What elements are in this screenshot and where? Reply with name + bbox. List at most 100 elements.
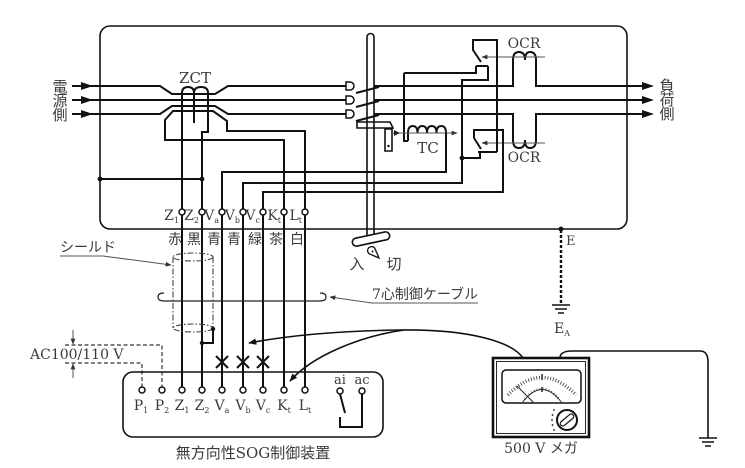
terminal-z2 <box>198 386 206 394</box>
insulation-tester: 500 V メガ <box>491 356 591 457</box>
enclosure-ground-label: E <box>566 234 576 249</box>
terminal-label: Z1 <box>164 208 179 225</box>
terminal-label-sub: c <box>266 406 271 415</box>
terminal-label: Kt <box>267 208 281 225</box>
ground-label-sub: A <box>563 329 570 338</box>
terminal-label-main: P <box>155 398 164 414</box>
terminal-p2 <box>158 386 166 394</box>
shield-sides <box>172 257 214 328</box>
megger-leads <box>248 329 717 447</box>
alarm-contact-label-ai: ai <box>334 373 346 388</box>
terminal-vc <box>259 208 267 216</box>
control-power-label: AC100/110 V <box>29 347 124 363</box>
terminal-kt <box>280 386 288 394</box>
alarm-contact-blade <box>339 393 346 414</box>
load-label-char: 負 <box>659 77 674 95</box>
terminal-z1 <box>178 386 186 394</box>
enclosure-ground: E EA <box>552 226 576 338</box>
range-dot <box>551 419 553 421</box>
load-label-char: 側 <box>659 105 674 123</box>
junction-dot <box>199 176 205 182</box>
handle-bar <box>351 231 391 247</box>
fixed-contact <box>345 81 355 91</box>
megger-range-dots <box>551 409 555 431</box>
terminal-label-main: V <box>244 208 256 224</box>
terminal-vc <box>259 386 267 394</box>
terminal-p1 <box>138 386 146 394</box>
terminal-label: Vc <box>244 208 260 225</box>
load-label-char: 荷 <box>659 91 674 109</box>
arrow-icon <box>642 110 654 118</box>
wire-color-label: 緑 <box>248 232 262 248</box>
terminal-label-main: P <box>134 398 143 414</box>
terminal-label-sub: 1 <box>143 406 148 415</box>
arrow-icon <box>394 130 400 136</box>
handle-on-label: 入 <box>349 255 364 273</box>
wire-color-label: 赤 <box>168 232 182 248</box>
control-terminal-label: Vb <box>234 398 250 415</box>
zct-winding-z2 <box>193 85 209 212</box>
control-terminal-label: Z1 <box>175 398 190 415</box>
control-terminal-label: Z2 <box>195 398 210 415</box>
terminal-label-sub: 2 <box>194 216 199 225</box>
ground-label-main: E <box>554 321 564 337</box>
terminal-label: Va <box>203 208 219 225</box>
ground-electrode-label: EA <box>554 321 570 338</box>
control-cable-bracket: 7心制御ケーブル <box>157 286 478 304</box>
terminal-label-main: Z <box>164 208 174 224</box>
range-dot <box>553 429 555 431</box>
terminal-label: Lt <box>289 208 302 225</box>
terminal-label-main: Z <box>184 208 194 224</box>
terminal-label-sub: b <box>246 406 251 415</box>
terminal-lt <box>301 386 309 394</box>
range-dot <box>553 409 555 411</box>
terminal-kt <box>280 208 288 216</box>
megger-needle <box>516 385 535 404</box>
wire-va-internal <box>221 133 447 212</box>
breaker-handle: 入 切 <box>349 231 402 273</box>
x-mark-icon <box>215 355 229 369</box>
ocr-upper-contact <box>472 39 498 152</box>
load-side-label: 負 荷 側 <box>659 77 674 123</box>
control-terminal-label: Kt <box>277 398 291 415</box>
phase-line-1-load <box>374 50 644 87</box>
control-terminal-label: Lt <box>299 398 312 415</box>
control-cable-leader <box>329 295 478 304</box>
wire-color-labels: 赤 黒 青 青 緑 茶 白 <box>168 232 304 248</box>
handle-pointer-dot <box>371 250 374 253</box>
terminal-va <box>218 386 226 394</box>
control-device-title: 無方向性SOG制御装置 <box>176 444 331 462</box>
megger-inner-ticks <box>524 387 560 400</box>
terminal-label-main: V <box>203 208 215 224</box>
outgoing-power-lines <box>374 50 654 150</box>
terminal-label-main: Z <box>175 398 185 414</box>
junction-dot <box>199 340 205 346</box>
trip-coil-lead <box>403 73 408 142</box>
range-dot <box>551 414 554 416</box>
megger-knob-grip <box>559 413 575 427</box>
control-terminal-label: Va <box>214 398 230 415</box>
wire-vc-internal <box>262 129 504 212</box>
terminal-label-sub: 1 <box>184 406 189 415</box>
terminal-label-sub: 2 <box>164 406 169 415</box>
wire-color-label: 青 <box>227 232 241 248</box>
terminal-label-main: L <box>289 208 298 224</box>
terminal-ai <box>336 387 344 395</box>
junction-dot <box>97 176 103 182</box>
alarm-contact-return <box>339 394 363 428</box>
enclosure-terminal-block: Z1 Z2 Va Vb Vc Kt Lt <box>164 208 309 225</box>
shield-label: シールド <box>60 240 116 256</box>
terminal-label-main: V <box>255 398 267 414</box>
ocr-lower-contact <box>473 137 482 150</box>
operating-rod <box>366 32 375 240</box>
terminal-label-sub: t <box>288 406 292 415</box>
wire-color-label: 茶 <box>269 232 283 248</box>
ground-icon <box>699 437 717 447</box>
trip-coil-label: TC <box>417 139 438 157</box>
latch-lever <box>384 128 393 152</box>
arrow-icon <box>642 82 654 90</box>
x-mark-icon <box>236 355 250 369</box>
control-terminal-label: Vc <box>255 398 271 415</box>
source-label-char: 電 <box>52 78 67 96</box>
